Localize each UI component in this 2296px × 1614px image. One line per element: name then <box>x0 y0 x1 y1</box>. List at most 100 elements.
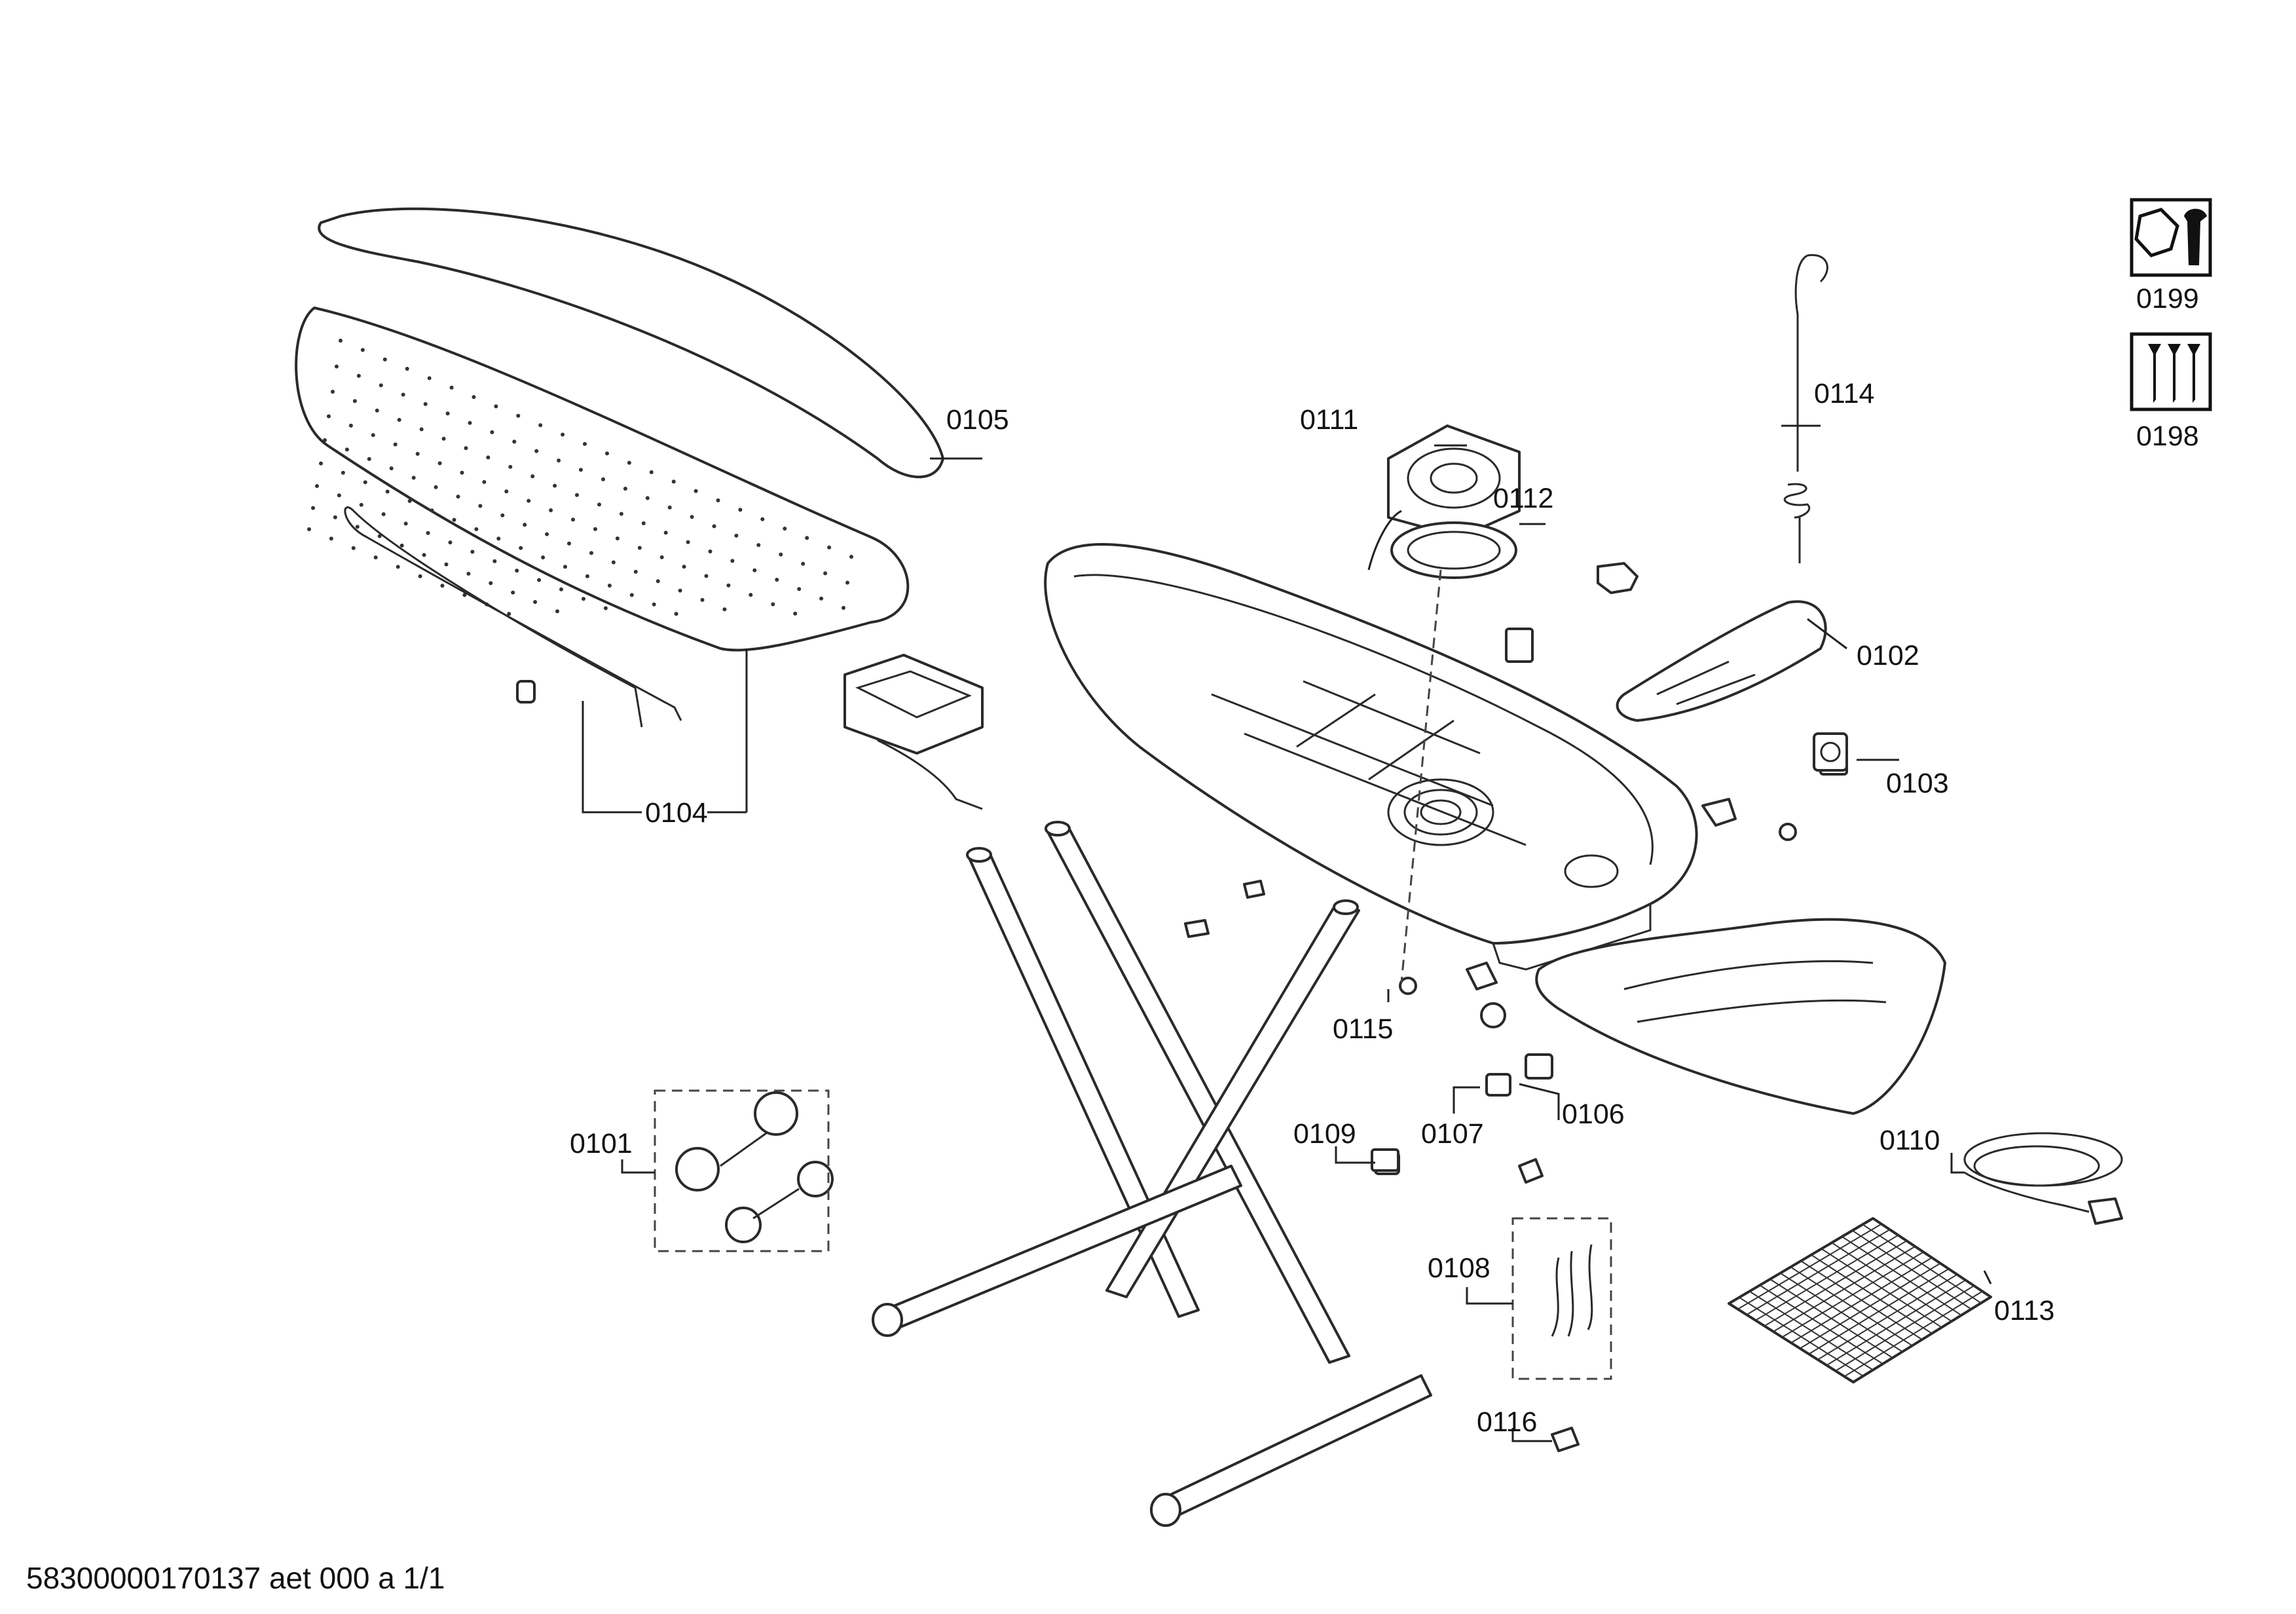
perforation-dot <box>456 495 460 499</box>
mesh-line <box>1790 1257 1933 1343</box>
part-label-0199: 0199 <box>2136 283 2199 314</box>
board-rail-drawing <box>344 506 682 728</box>
perforation-dot <box>379 383 383 388</box>
perforation-dot <box>381 512 386 516</box>
part-label-0107: 0107 <box>1421 1118 1484 1150</box>
perforation-dot <box>849 555 853 559</box>
perforation-dot <box>678 588 682 593</box>
perforation-dot <box>583 441 587 446</box>
perforation-dot <box>377 534 382 538</box>
perforation-dot <box>382 357 387 362</box>
perforation-dot <box>771 602 775 607</box>
perforation-dot <box>555 609 559 614</box>
leader-lines <box>582 424 1992 1442</box>
perforation-dot <box>563 565 567 569</box>
perforation-dot <box>373 555 378 559</box>
part-label-0108: 0108 <box>1428 1252 1491 1284</box>
perforation-dot <box>356 373 361 378</box>
perforation-dot <box>623 487 627 491</box>
part-label-0113: 0113 <box>1994 1295 2054 1326</box>
perforation-dot <box>426 531 430 535</box>
perforation-dot <box>659 555 664 559</box>
perforation-dot <box>371 433 375 438</box>
leg-frame-drawing <box>872 821 1432 1527</box>
perforation-dot <box>686 540 690 544</box>
perforation-dot <box>619 512 623 516</box>
perforation-dot <box>793 611 798 616</box>
perforation-dot <box>533 600 538 604</box>
part-label-0109: 0109 <box>1293 1118 1356 1150</box>
perforation-dot <box>585 574 589 578</box>
perforation-dot <box>474 527 479 531</box>
perforation-dot <box>752 568 757 572</box>
perforation-dot <box>557 459 561 462</box>
perforation-dot <box>726 583 731 588</box>
perforation-dot <box>656 579 660 584</box>
perforation-dot <box>652 602 656 607</box>
perforation-dot <box>845 580 849 585</box>
perforation-dot <box>329 536 333 541</box>
perforation-dot <box>637 546 642 550</box>
perforation-dot <box>760 517 765 521</box>
perforation-dot <box>519 546 523 550</box>
perforation-dot <box>307 527 311 531</box>
perforation-dot <box>508 464 513 469</box>
perforation-dot <box>511 590 515 595</box>
filter-mesh-drawing <box>1728 1217 1992 1383</box>
perforation-dot <box>344 447 349 452</box>
group-box-0101 <box>654 1089 830 1252</box>
part-label-0104: 0104 <box>645 797 708 829</box>
perforation-dot <box>756 543 761 548</box>
perforation-dot <box>441 436 446 441</box>
perforation-dot <box>527 498 531 503</box>
perforation-dot <box>405 367 409 371</box>
perforation-dot <box>396 565 400 569</box>
perforation-dot <box>712 524 716 529</box>
perforation-dot <box>393 442 398 447</box>
perforation-dot <box>627 460 631 465</box>
part-label-0106: 0106 <box>1562 1098 1625 1130</box>
perforation-dot <box>827 545 832 550</box>
perforation-dot <box>430 508 434 513</box>
perforation-dot <box>333 515 337 519</box>
connector-block-drawing <box>1371 1148 1399 1172</box>
part-label-0110: 0110 <box>1879 1125 1940 1156</box>
perforation-dot <box>545 532 549 536</box>
perforation-dot <box>716 498 720 502</box>
perforation-dot <box>339 339 343 343</box>
part-label-0114: 0114 <box>1814 378 1874 409</box>
top-cover-drawing <box>1616 600 1827 722</box>
perforation-dot <box>367 457 371 461</box>
perforation-dot <box>516 413 521 418</box>
part-label-0101: 0101 <box>570 1128 633 1159</box>
perforation-dot <box>597 502 601 507</box>
perforation-dot <box>801 561 805 566</box>
perforation-dot <box>605 451 609 456</box>
mesh-line <box>1800 1262 1941 1349</box>
perforation-dot <box>667 505 672 510</box>
perforation-dot <box>323 438 327 442</box>
mesh-line <box>1835 1285 1974 1372</box>
feet-set-drawing <box>675 1091 834 1243</box>
wire-set-drawing <box>1551 1244 1593 1337</box>
perforation-dot <box>440 584 445 588</box>
perforation-dot <box>649 470 654 474</box>
perforation-dot <box>582 597 585 601</box>
perforation-dot <box>553 483 557 488</box>
mesh-line <box>1826 1279 1966 1366</box>
tray-drawing <box>1535 918 1946 1115</box>
perforation-dot <box>482 479 487 484</box>
perforation-dot <box>331 390 335 394</box>
housing-drawing <box>1044 543 1698 971</box>
perforation-dot <box>407 498 412 503</box>
perforation-dot <box>819 596 824 601</box>
perforation-dot <box>444 562 449 567</box>
mesh-line <box>1843 1290 1983 1378</box>
perforation-dot <box>629 593 634 597</box>
perforation-dot <box>418 574 422 578</box>
perforation-dot <box>730 559 735 563</box>
mesh-line <box>1817 1273 1958 1361</box>
perforation-dot <box>352 399 357 404</box>
perforation-dot <box>355 525 360 529</box>
